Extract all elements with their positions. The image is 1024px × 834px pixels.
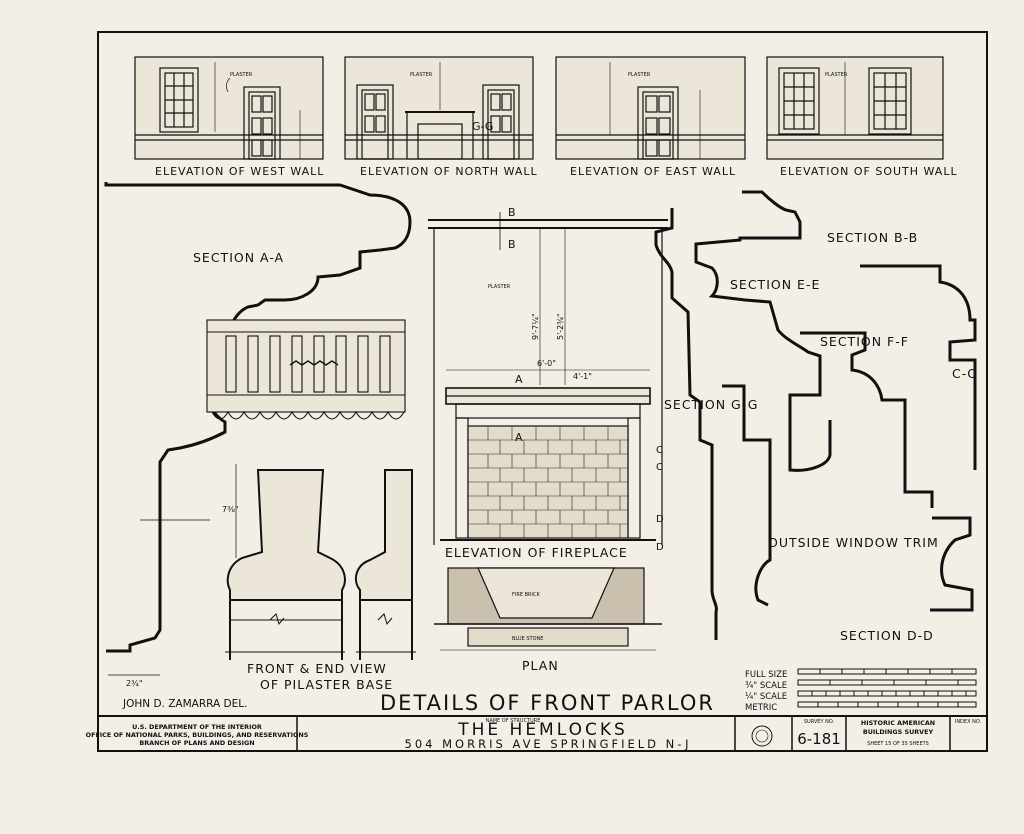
west-wall-elevation: [134, 56, 324, 160]
pilaster-caption-2: OF PILASTER BASE: [260, 677, 393, 692]
east-wall-elevation: [555, 56, 746, 160]
pilaster-base-front: [225, 469, 346, 660]
fireplace-plan: [434, 567, 662, 651]
fireplace-elevation: [428, 212, 668, 545]
agency-line-2: OFFICE OF NATIONAL PARKS, BUILDINGS, AND…: [86, 731, 309, 739]
north-wall-elevation: [344, 56, 534, 160]
fireplace-plaster-label: PLASTER: [488, 284, 511, 290]
structure-name: THE HEMLOCKS: [457, 720, 628, 740]
fireplace-height-b: 5'-2¾": [556, 313, 565, 340]
fireplace-bricks: [468, 426, 628, 538]
west-wall-caption: ELEVATION OF WEST WALL: [155, 165, 324, 178]
marker-d-lower: D: [656, 542, 664, 553]
scale-metric-label: METRIC: [745, 703, 777, 713]
section-dd-profile: [930, 516, 974, 612]
scale-quarter-label: ¼" SCALE: [745, 692, 787, 702]
marker-a-lower: A: [515, 431, 523, 444]
pilaster-base-end: [354, 469, 416, 660]
section-ee-label: SECTION E-E: [730, 277, 820, 292]
survey-number: 6-181: [797, 730, 841, 748]
north-gg-marker: G-G: [472, 120, 493, 133]
marker-b-lower: B: [508, 238, 516, 251]
outside-window-trim-profile: [722, 384, 772, 607]
south-plaster-label: PLASTER: [825, 72, 848, 78]
north-wall-caption: ELEVATION OF NORTH WALL: [360, 165, 538, 178]
delineator-credit: JOHN D. ZAMARRA DEL.: [122, 698, 247, 710]
habs-line-1: HISTORIC AMERICAN: [861, 719, 935, 727]
marker-a-upper: A: [515, 373, 523, 386]
section-ff-label: SECTION F-F: [820, 334, 909, 349]
north-plaster-label: PLASTER: [410, 72, 433, 78]
blue-stone-label: BLUE STONE: [512, 636, 543, 642]
west-plaster-label: PLASTER: [230, 72, 253, 78]
marker-c-upper: C: [656, 445, 663, 456]
marker-b-upper: B: [508, 206, 516, 219]
east-wall-caption: ELEVATION OF EAST WALL: [570, 165, 736, 178]
section-aa-label: SECTION A-A: [193, 250, 284, 265]
fireplace-width: 6'-0": [537, 359, 556, 368]
south-wall-elevation: [766, 56, 944, 160]
section-cc-label: C-C: [952, 366, 977, 381]
section-bb-label: SECTION B-B: [827, 230, 918, 245]
agency-line-3: BRANCH OF PLANS AND DESIGN: [139, 739, 254, 747]
pilaster-height-dim: 7⅜": [222, 505, 239, 514]
fireplace-opening: 4'-1": [573, 372, 592, 381]
agency-line-1: U.S. DEPARTMENT OF THE INTERIOR: [132, 723, 262, 731]
section-aa-profile: [104, 182, 412, 653]
marker-d-upper: D: [656, 514, 664, 525]
south-wall-caption: ELEVATION OF SOUTH WALL: [780, 165, 958, 178]
structure-address: 504 MORRIS AVE SPRINGFIELD N-J: [405, 737, 692, 751]
title-block: [97, 715, 988, 752]
outside-window-trim-label: OUTSIDE WINDOW TRIM: [768, 535, 939, 550]
section-aa-dentils: [206, 319, 406, 420]
scale-full-label: FULL SIZE: [745, 670, 787, 680]
drawing-title: DETAILS OF FRONT PARLOR: [380, 691, 715, 715]
fire-brick-label: FIRE BRICK: [512, 592, 540, 598]
section-ee-profile: [694, 190, 832, 472]
marker-c-lower: C: [656, 462, 663, 473]
section-gg-profile: [654, 208, 718, 640]
section-dd-label: SECTION D-D: [840, 628, 934, 643]
section-ff-profile: [800, 331, 934, 508]
east-plaster-label: PLASTER: [628, 72, 651, 78]
section-gg-label: SECTION G-G: [664, 397, 758, 412]
pilaster-width-dim: 2¾": [126, 679, 143, 688]
structure-name-label: NAME OF STRUCTURE: [486, 718, 541, 724]
habs-line-2: BUILDINGS SURVEY: [863, 728, 934, 736]
pilaster-dimension-lines: [108, 464, 237, 676]
plan-caption: PLAN: [522, 658, 559, 673]
sheet-number: SHEET 15 OF 35 SHEETS: [867, 741, 929, 747]
scale-bars: [797, 668, 977, 708]
pilaster-caption-1: FRONT & END VIEW: [247, 661, 387, 676]
fireplace-height-a: 9'-7¼": [531, 313, 540, 340]
scale-three-quarter-label: ¾" SCALE: [745, 681, 787, 691]
fireplace-elevation-caption: ELEVATION OF FIREPLACE: [445, 545, 628, 560]
index-number-label: INDEX NO.: [955, 719, 982, 725]
survey-number-label: SURVEY NO.: [804, 719, 835, 725]
section-bb-profile: [860, 264, 977, 470]
